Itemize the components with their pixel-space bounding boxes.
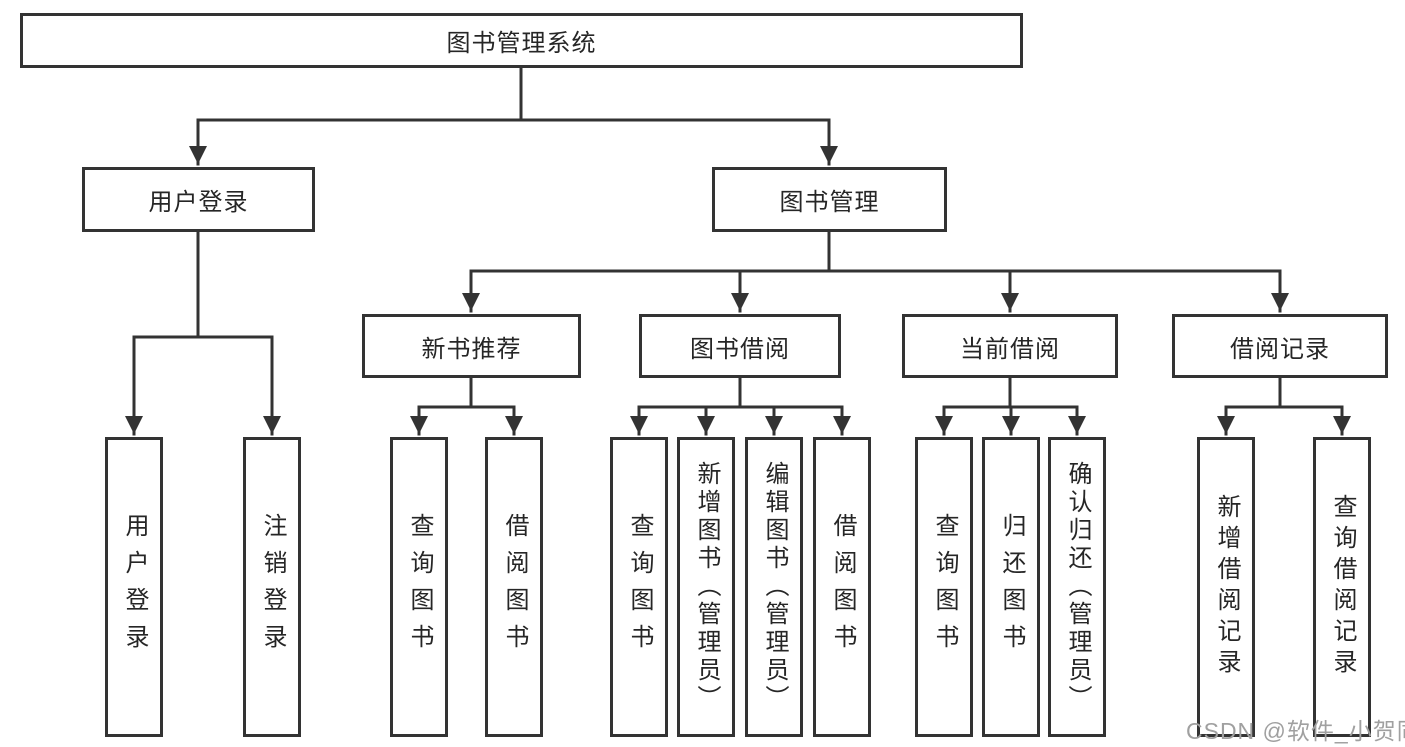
node-user-login: 用户登录 [82, 167, 315, 232]
node-book-borrowing-label: 图书借阅 [690, 335, 790, 363]
leaf-borrow-books-recommend: 借阅图书 [485, 437, 543, 737]
connector-book-borrow-to-leaves [630, 376, 851, 436]
leaf-query-books-borrowing: 查询图书 [610, 437, 668, 737]
leaf-logout: 注销登录 [243, 437, 301, 737]
watermark: CSDN @软件_小贺同学 [1186, 718, 1405, 744]
leaf-query-books-recommend-label: 查询图书 [406, 513, 433, 661]
node-new-book-recommend-label: 新书推荐 [421, 335, 522, 363]
leaf-user-login: 用户登录 [105, 437, 163, 737]
leaf-borrow-books-borrowing: 借阅图书 [813, 437, 871, 737]
leaf-edit-book-admin: 编辑图书（管理员） [745, 437, 803, 737]
leaf-query-borrow-record: 查询借阅记录 [1313, 437, 1371, 737]
node-book-management: 图书管理 [712, 167, 947, 232]
leaf-confirm-return-admin-label: 确认归还（管理员） [1064, 461, 1091, 713]
connector-root-to-level2 [189, 66, 838, 166]
leaf-add-borrow-record-label: 新增借阅记录 [1213, 494, 1240, 680]
leaf-query-borrow-record-label: 查询借阅记录 [1329, 494, 1356, 680]
connector-new-book-to-leaves [410, 376, 523, 436]
leaf-add-book-admin-label: 新增图书（管理员） [693, 461, 720, 713]
leaf-query-books-current-label: 查询图书 [931, 513, 958, 661]
leaf-add-book-admin: 新增图书（管理员） [677, 437, 735, 737]
node-borrow-records-label: 借阅记录 [1230, 335, 1330, 363]
leaf-query-books-borrowing-label: 查询图书 [626, 513, 653, 661]
connector-user-login-to-leaves [125, 230, 281, 436]
node-current-borrowing-label: 当前借阅 [960, 335, 1060, 363]
leaf-confirm-return-admin: 确认归还（管理员） [1048, 437, 1106, 737]
connector-book-mgmt-to-level3 [462, 230, 1289, 313]
node-root-label: 图书管理系统 [446, 30, 597, 57]
node-borrow-records: 借阅记录 [1172, 314, 1388, 378]
leaf-user-login-label: 用户登录 [121, 513, 148, 661]
node-root: 图书管理系统 [20, 13, 1023, 68]
leaf-add-borrow-record: 新增借阅记录 [1197, 437, 1255, 737]
leaf-logout-label: 注销登录 [259, 513, 286, 661]
leaf-edit-book-admin-label: 编辑图书（管理员） [761, 461, 788, 713]
leaf-query-books-recommend: 查询图书 [390, 437, 448, 737]
leaf-return-book-label: 归还图书 [998, 513, 1025, 661]
leaf-borrow-books-borrowing-label: 借阅图书 [829, 513, 856, 661]
leaf-borrow-books-recommend-label: 借阅图书 [501, 513, 528, 661]
node-book-management-label: 图书管理 [779, 189, 880, 216]
node-user-login-label: 用户登录 [148, 189, 249, 216]
connector-borrow-records-to-leaves [1217, 376, 1351, 436]
leaf-return-book: 归还图书 [982, 437, 1040, 737]
node-new-book-recommend: 新书推荐 [362, 314, 581, 378]
node-book-borrowing: 图书借阅 [639, 314, 841, 378]
connector-current-borrow-to-leaves [935, 376, 1086, 436]
leaf-query-books-current: 查询图书 [915, 437, 973, 737]
node-current-borrowing: 当前借阅 [902, 314, 1118, 378]
